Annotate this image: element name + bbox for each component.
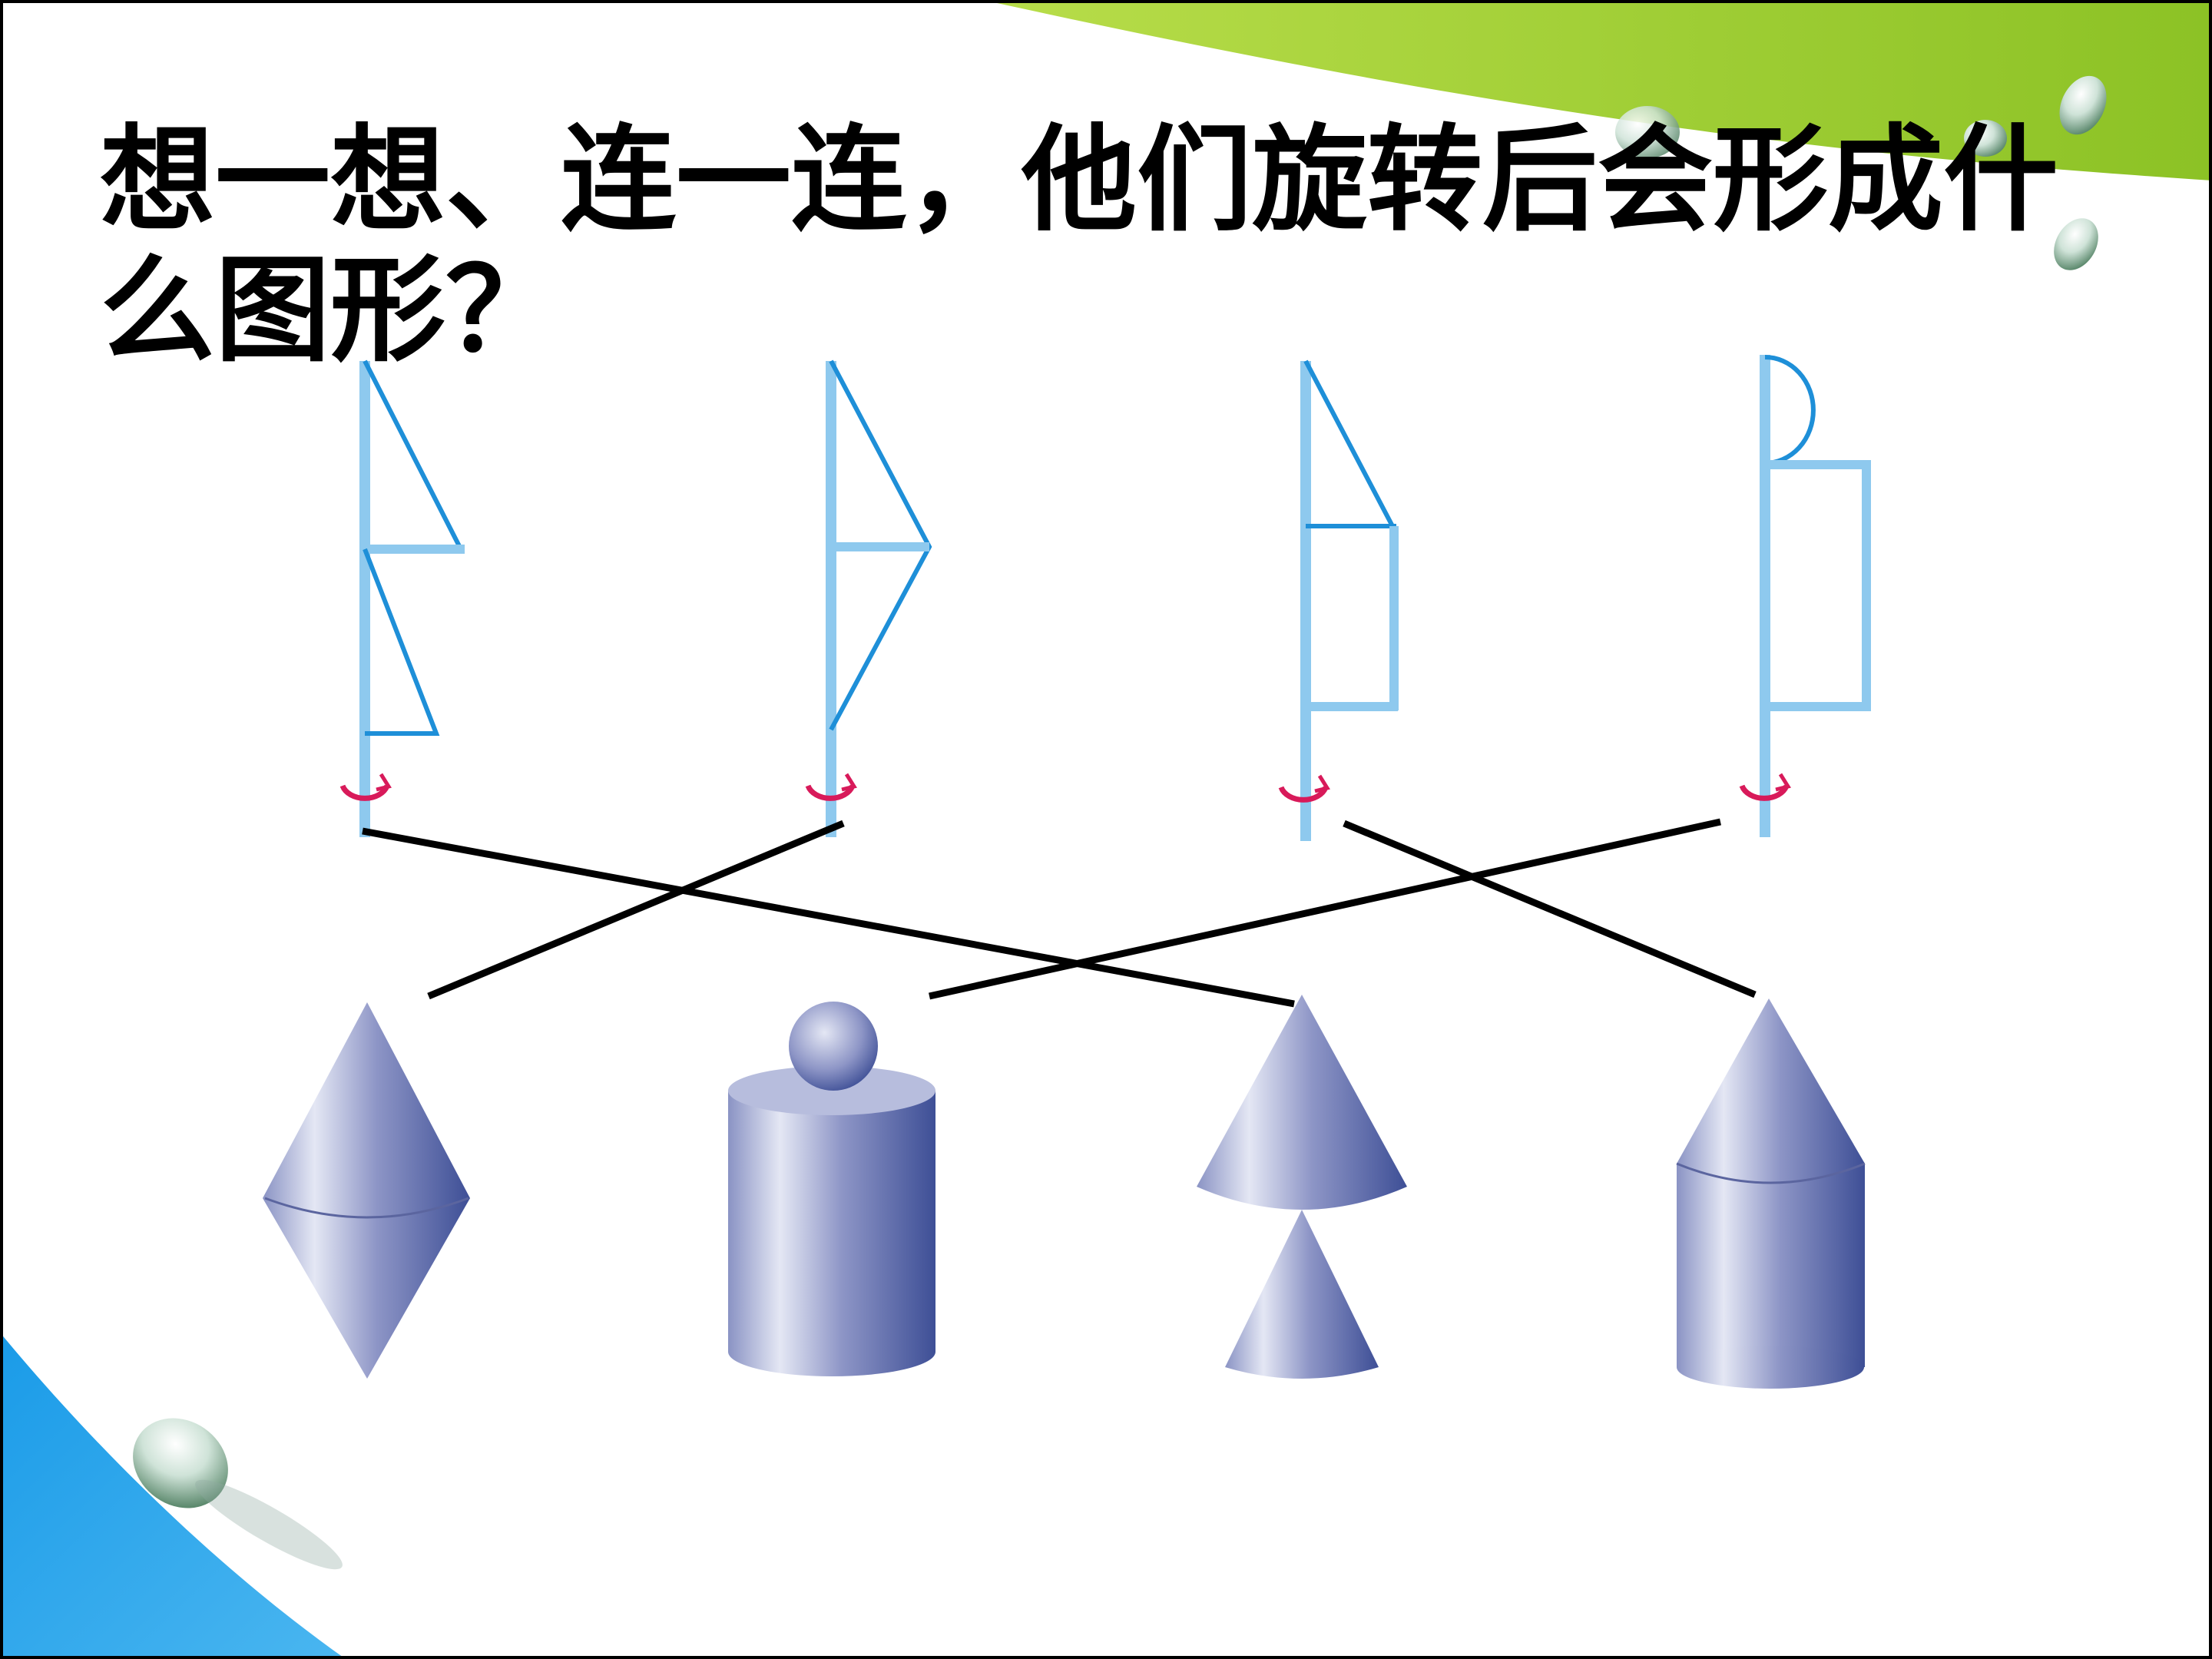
- connector-profile2-solid1: [427, 820, 845, 1000]
- rotation-arrow-icon: [805, 773, 857, 801]
- solid-sphere-on-cylinder: [728, 1002, 935, 1376]
- solid-double-cone: [263, 1002, 470, 1379]
- water-drop-icon: [1964, 75, 2107, 270]
- connector-profile4-solid2: [929, 818, 1721, 1000]
- connector-profile1-solid3: [362, 827, 1295, 1008]
- water-drop-icon: [1615, 106, 1680, 158]
- profile-two-triangles: [339, 359, 465, 837]
- rotation-arrow-icon: [1278, 774, 1330, 803]
- profile-triangle-on-rectangle: [1278, 359, 1399, 841]
- water-drop-icon: [133, 1418, 343, 1570]
- rotation-arrow-icon: [339, 773, 392, 801]
- solid-cone-over-cone: [1197, 995, 1407, 1379]
- corner-swoosh-green: [983, 0, 2212, 180]
- profile-semicircle-on-rectangle: [1739, 355, 1871, 837]
- slide-title: 想一想、连一连，他们旋转后会形成什么图形？: [100, 114, 2059, 378]
- corner-swoosh-blue: [0, 1333, 346, 1659]
- profile-triangle-right: [805, 359, 932, 837]
- rotation-arrow-icon: [1739, 773, 1791, 801]
- solid-cone-on-cylinder: [1676, 998, 1866, 1389]
- connector-profile3-solid4: [1343, 820, 1757, 998]
